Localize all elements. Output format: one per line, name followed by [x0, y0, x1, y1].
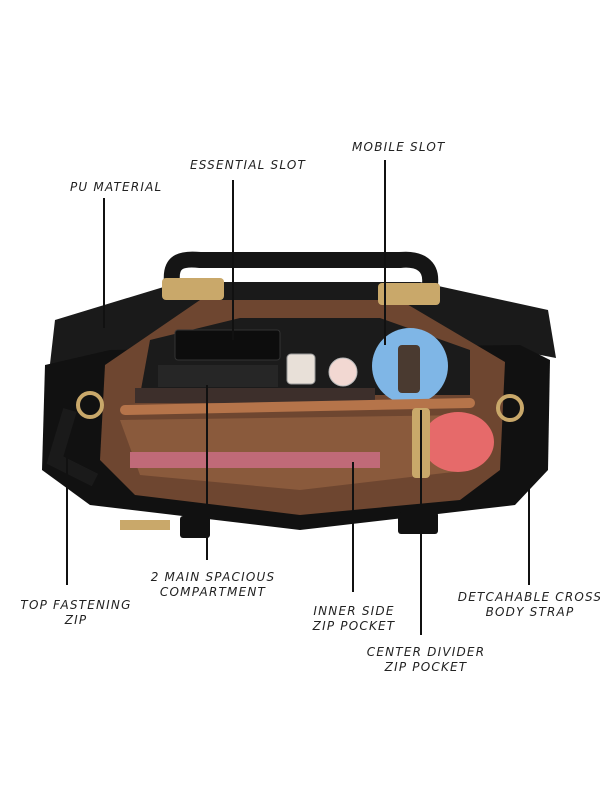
label-mobile-slot: MOBILE SLOT [352, 140, 446, 154]
essential-slot-line [232, 180, 234, 340]
center-zip [120, 398, 475, 415]
label-top-zip-line1: TOP FASTENING [20, 598, 132, 612]
label-main-compartment-line1: 2 MAIN SPACIOUS [150, 570, 276, 584]
label-main-compartment-line2: COMPARTMENT [159, 585, 267, 599]
label-center-divider-line2: ZIP POCKET [384, 660, 468, 674]
label-strap-line2: BODY STRAP [485, 605, 575, 619]
label-top-zip-line2: ZIP [64, 613, 88, 627]
label-center-divider-line1: CENTER DIVIDER [366, 645, 486, 659]
label-main-compartment: 2 MAIN SPACIOUS COMPARTMENT [151, 570, 276, 600]
label-essential-slot: ESSENTIAL SLOT [190, 158, 307, 172]
main-compartment-line [206, 385, 208, 560]
cross-body-strap [46, 407, 99, 487]
inner-side-line [352, 462, 354, 592]
essential-slot-card [174, 329, 281, 361]
label-inner-side-line2: ZIP POCKET [312, 619, 396, 633]
strap-line [528, 410, 530, 585]
pink-pouch [422, 412, 494, 472]
label-pu-material: PU MATERIAL [70, 180, 163, 194]
label-strap: DETCAHABLE CROSS BODY STRAP [458, 590, 600, 620]
label-inner-side-line1: INNER SIDE [313, 604, 395, 618]
bag-handle [163, 251, 439, 292]
label-strap-line1: DETCAHABLE CROSS [457, 590, 600, 604]
compact [328, 357, 358, 387]
mobile-slot-line [384, 160, 386, 345]
center-divider-line [420, 410, 422, 635]
label-center-divider: CENTER DIVIDER ZIP POCKET [367, 645, 486, 675]
label-inner-side: INNER SIDE ZIP POCKET [313, 604, 396, 634]
top-zip-line [66, 455, 68, 585]
right-clasp [378, 283, 440, 305]
pu-material-line [103, 198, 105, 328]
left-clasp [162, 278, 224, 300]
perfume [286, 353, 316, 385]
label-top-zip: TOP FASTENING ZIP [20, 598, 131, 628]
